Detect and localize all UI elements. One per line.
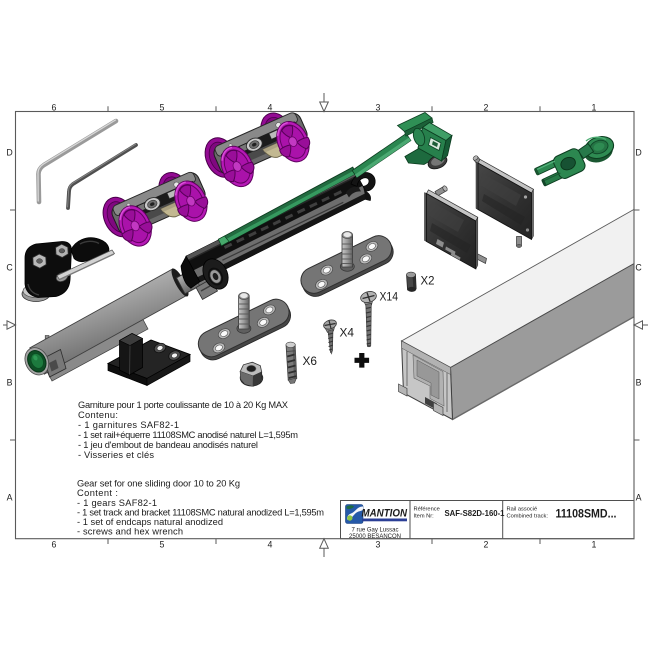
svg-text:- 1 garnitures SAF82-1: - 1 garnitures SAF82-1 — [78, 420, 179, 430]
svg-text:Garniture pour 1 porte couliss: Garniture pour 1 porte coulissante de 10… — [78, 400, 288, 410]
svg-text:Item Nr:: Item Nr: — [414, 514, 435, 520]
svg-text:4: 4 — [268, 540, 273, 550]
svg-text:11108SMD...: 11108SMD... — [556, 509, 617, 521]
svg-text:1: 1 — [592, 540, 597, 550]
svg-text:B: B — [7, 378, 13, 388]
svg-text:3: 3 — [376, 540, 381, 550]
svg-text:X6: X6 — [303, 354, 318, 368]
svg-text:SAF-S82D-160-1: SAF-S82D-160-1 — [445, 508, 505, 518]
svg-text:1: 1 — [592, 102, 597, 112]
svg-text:X2: X2 — [421, 274, 435, 288]
svg-text:- 1 set track and bracket 1110: - 1 set track and bracket 11108SMC natur… — [77, 507, 324, 517]
svg-text:5: 5 — [160, 102, 165, 112]
svg-text:Rail associé: Rail associé — [507, 507, 538, 513]
svg-text:Combined track:: Combined track: — [507, 514, 549, 520]
svg-text:Gear set for one sliding door: Gear set for one sliding door 10 to 20 K… — [77, 479, 240, 489]
svg-text:5: 5 — [160, 540, 165, 550]
svg-text:6: 6 — [52, 540, 57, 550]
svg-text:- 1 gears SAF82-1: - 1 gears SAF82-1 — [77, 498, 157, 508]
svg-text:- screws and hex wrench: - screws and hex wrench — [77, 527, 183, 537]
svg-text:- 1 jeu d'embout de bandeau an: - 1 jeu d'embout de bandeau anodisés nat… — [78, 440, 258, 450]
svg-text:25000 BESANCON: 25000 BESANCON — [349, 534, 401, 540]
svg-text:D: D — [6, 148, 12, 158]
svg-text:X4: X4 — [340, 326, 355, 340]
svg-text:6: 6 — [52, 102, 57, 112]
svg-text:C: C — [6, 263, 13, 273]
svg-text:- Visseries et clés: - Visseries et clés — [78, 450, 154, 460]
svg-text:- 1 set rail+équerre 11108SMC: - 1 set rail+équerre 11108SMC anodisé na… — [78, 430, 298, 440]
svg-text:D: D — [635, 148, 641, 158]
svg-text:Content :: Content : — [77, 488, 118, 498]
svg-text:A: A — [636, 493, 642, 503]
svg-text:2: 2 — [484, 540, 489, 550]
svg-text:C: C — [635, 263, 642, 273]
svg-text:3: 3 — [376, 102, 381, 112]
svg-text:4: 4 — [268, 102, 273, 112]
svg-text:Référence: Référence — [414, 507, 440, 513]
svg-text:2: 2 — [484, 102, 489, 112]
svg-text:A: A — [7, 493, 13, 503]
svg-text:7 rue Gay Lussac: 7 rue Gay Lussac — [351, 528, 398, 534]
svg-text:MANTION: MANTION — [362, 508, 408, 520]
svg-text:X14: X14 — [380, 290, 399, 304]
svg-text:Contenu:: Contenu: — [78, 410, 118, 420]
svg-text:- 1 set of endcaps natural ano: - 1 set of endcaps natural anodized — [77, 517, 223, 527]
svg-text:B: B — [636, 378, 642, 388]
